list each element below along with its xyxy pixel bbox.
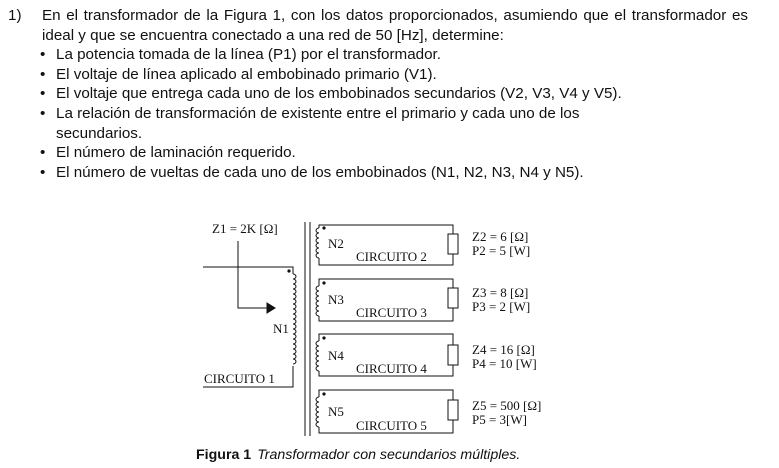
z1-label: Z1 = 2K [Ω] [212, 221, 278, 236]
problem-statement: 1) En el transformador de la Figura 1, c… [8, 6, 748, 182]
primary-bottom-wire [203, 366, 294, 388]
problem-intro: En el transformador de la Figura 1, con … [42, 7, 748, 44]
n4-label: N4 [328, 348, 344, 363]
requirements-list: La potencia tomada de la línea (P1) por … [8, 45, 748, 182]
p3-label: P3 = 2 [W] [472, 299, 530, 314]
polarity-dot-icon [322, 281, 326, 285]
resistor-tap-wire [237, 241, 267, 309]
p5-label: P5 = 3[W] [472, 412, 527, 427]
secondary-2-loop [318, 224, 454, 266]
transformer-diagram: Z1 = 2K [Ω] N1 CIRCUITO 1 N2 CIRCUITO 2 … [203, 221, 541, 436]
circuit-3-label: CIRCUITO 3 [356, 305, 427, 320]
secondary-5-coil-icon [315, 396, 320, 428]
problem-number: 1) [8, 7, 22, 24]
circuit-4-label: CIRCUITO 4 [356, 361, 427, 376]
circuit-2-label: CIRCUITO 2 [356, 249, 427, 264]
secondary-5-loop [318, 389, 454, 434]
list-item-line: secundarios. [56, 124, 143, 142]
n2-label: N2 [328, 236, 344, 251]
caption-text: Transformador con secundarios múltiples. [257, 447, 521, 463]
list-item-line: La relación de transformación de existen… [56, 104, 580, 122]
secondary-3-coil-icon [315, 285, 320, 317]
figure-caption: Figura 1 Transformador con secundarios mú… [196, 447, 520, 463]
polarity-dot-icon [322, 226, 326, 230]
load-3-icon [447, 287, 459, 309]
polarity-dot-icon [322, 392, 326, 396]
list-item: El voltaje que entrega cada uno de los e… [40, 84, 748, 104]
z4-label: Z4 = 16 [Ω] [472, 342, 535, 357]
load-4-icon [447, 344, 459, 366]
secondary-2-coil-icon [315, 227, 320, 259]
load-2-icon [447, 233, 459, 255]
p2-label: P2 = 5 [W] [472, 243, 530, 258]
list-item: La potencia tomada de la línea (P1) por … [40, 45, 748, 65]
secondary-4-loop [318, 333, 454, 377]
polarity-dot-icon [287, 269, 291, 273]
polarity-dot-icon [322, 336, 326, 340]
load-5-icon [447, 399, 459, 421]
z5-label: Z5 = 500 [Ω] [472, 398, 541, 413]
secondary-4-coil-icon [315, 340, 320, 372]
primary-coil-icon [292, 273, 297, 365]
z3-label: Z3 = 8 [Ω] [472, 285, 528, 300]
p4-label: P4 = 10 [W] [472, 356, 537, 371]
circuit-5-label: CIRCUITO 5 [356, 418, 427, 433]
primary-top-wire [203, 266, 294, 274]
list-item: El número de vueltas de cada uno de los … [40, 163, 748, 183]
z2-label: Z2 = 6 [Ω] [472, 229, 528, 244]
n3-label: N3 [328, 292, 344, 307]
list-item: El voltaje de línea aplicado al embobina… [40, 65, 748, 85]
circuit-1-label: CIRCUITO 1 [204, 371, 275, 386]
list-item: El número de laminación requerido. [40, 143, 748, 163]
arrow-head-icon [266, 302, 276, 314]
caption-label: Figura 1 [196, 447, 252, 463]
n5-label: N5 [328, 404, 344, 419]
n1-label: N1 [273, 321, 289, 336]
list-item: La relación de transformación de existen… [40, 104, 748, 143]
secondary-3-loop [318, 278, 454, 322]
